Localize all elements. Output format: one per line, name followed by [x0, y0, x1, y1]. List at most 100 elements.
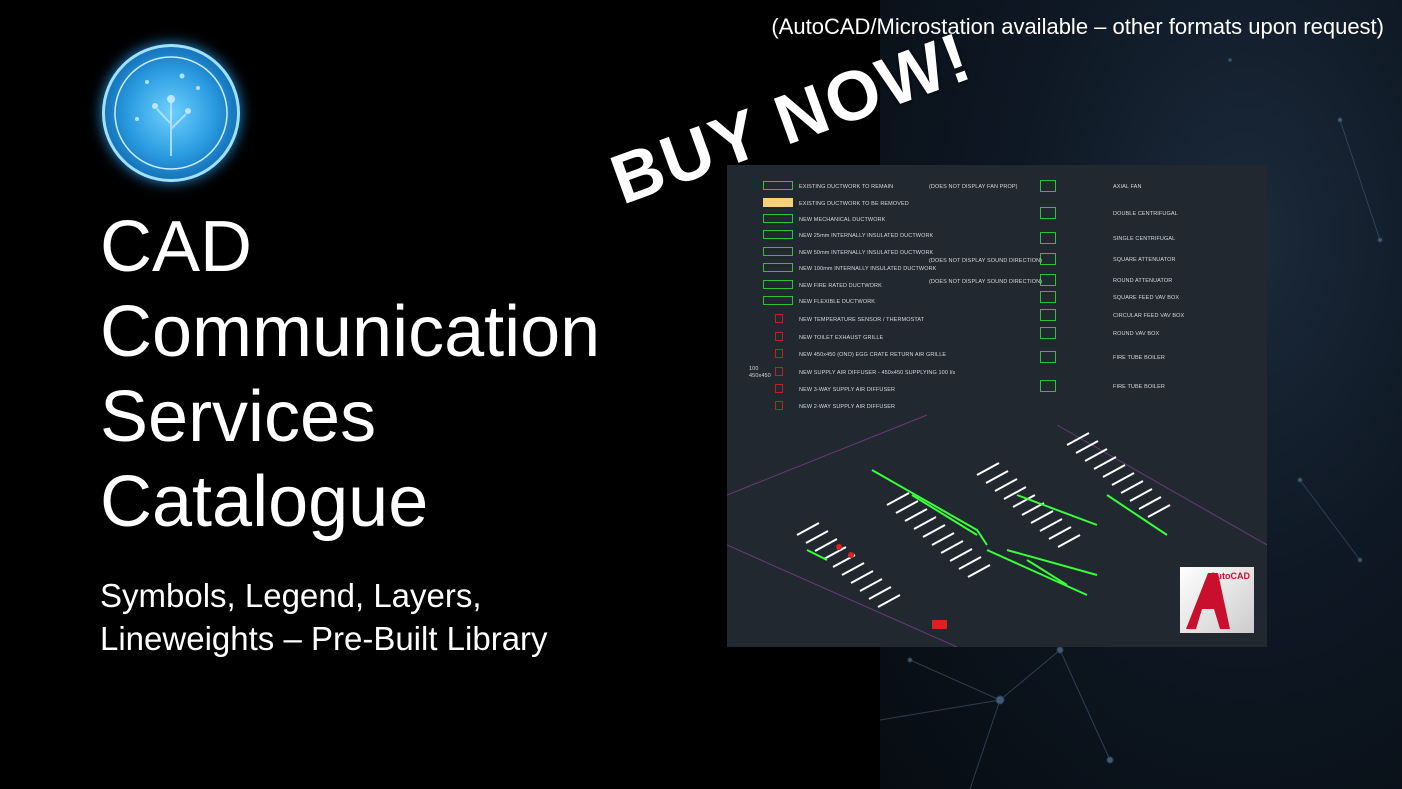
legend-note: (DOES NOT DISPLAY FAN PROP)	[929, 184, 1018, 190]
duct-hatch-line	[1111, 472, 1135, 486]
duct-hatch-line	[850, 570, 874, 584]
duct-hatch-line	[895, 500, 919, 514]
legend-symbol	[763, 181, 793, 190]
equipment-label: DOUBLE CENTRIFUGAL	[1113, 211, 1178, 217]
equipment-label: FIRE TUBE BOILER	[1113, 355, 1165, 361]
title-line: Communication	[100, 292, 601, 372]
legend-label: NEW TOILET EXHAUST GRILLE	[799, 335, 884, 341]
duct-hatch-line	[922, 524, 946, 538]
legend-symbol	[775, 332, 783, 341]
duct-hatch-line	[1129, 488, 1153, 502]
equipment-symbol	[1040, 309, 1056, 321]
duct-hatch-line	[1057, 534, 1081, 548]
diffuser-dimension: 450x450	[749, 373, 771, 379]
autocad-badge-label: AutoCAD	[1210, 571, 1250, 581]
legend-label: NEW TEMPERATURE SENSOR / THERMOSTAT	[799, 317, 925, 323]
duct-hatch-line	[931, 532, 955, 546]
legend-symbol	[775, 314, 783, 323]
legend-label: NEW SUPPLY AIR DIFFUSER - 450x450 SUPPLY…	[799, 370, 956, 376]
subtitle: Symbols, Legend, Layers, Lineweights – P…	[100, 574, 548, 660]
duct-hatch-line	[1003, 486, 1027, 500]
legend-label: NEW 3-WAY SUPPLY AIR DIFFUSER	[799, 387, 896, 393]
duct-hatch-line	[1012, 494, 1036, 508]
equipment-label: SINGLE CENTRIFUGAL	[1113, 236, 1176, 242]
equipment-label: SQUARE FEED VAV BOX	[1113, 295, 1180, 301]
duct-hatch-line	[994, 478, 1018, 492]
equipment-label: ROUND ATTENUATOR	[1113, 278, 1173, 284]
equipment-symbol	[1040, 274, 1056, 286]
legend-symbol	[763, 280, 793, 289]
duct-hatch-line	[949, 548, 973, 562]
legend-note: (DOES NOT DISPLAY SOUND DIRECTION)	[929, 279, 1043, 285]
autocad-a-icon	[1186, 573, 1230, 629]
legend-label: EXISTING DUCTWORK TO REMAIN	[799, 184, 894, 190]
equipment-label: ROUND VAV BOX	[1113, 331, 1160, 337]
legend-symbol	[763, 214, 793, 223]
equipment-label: SQUARE ATTENUATOR	[1113, 257, 1176, 263]
duct-hatch-line	[859, 578, 883, 592]
duct-hatch-line	[1021, 502, 1045, 516]
legend-label: NEW 2-WAY SUPPLY AIR DIFFUSER	[799, 404, 896, 410]
title-line: Catalogue	[100, 462, 429, 542]
duct-hatch-line	[1120, 480, 1144, 494]
duct-hatch-line	[823, 546, 847, 560]
legend-symbol	[763, 230, 793, 239]
duct-hatch-line	[877, 594, 901, 608]
duct-hatch-line	[1075, 440, 1099, 454]
equipment-label: CIRCULAR FEED VAV BOX	[1113, 313, 1185, 319]
duct-hatch-line	[841, 562, 865, 576]
duct-hatch-line	[1030, 510, 1054, 524]
legend-symbol	[763, 198, 793, 207]
legend-note: (DOES NOT DISPLAY SOUND DIRECTION)	[929, 258, 1043, 264]
legend-label: EXISTING DUCTWORK TO BE REMOVED	[799, 201, 909, 207]
legend-label: NEW 25mm INTERNALLY INSULATED DUCTWORK	[799, 233, 934, 239]
equipment-symbol	[1040, 291, 1056, 303]
equipment-symbol	[1040, 253, 1056, 265]
legend-symbol	[775, 367, 783, 376]
equipment-symbol	[1040, 232, 1056, 244]
legend-symbol	[775, 384, 783, 393]
duct-hatch-line	[904, 508, 928, 522]
equipment-symbol	[1040, 207, 1056, 219]
duct-hatch-line	[958, 556, 982, 570]
subtitle-line: Symbols, Legend, Layers,	[100, 577, 482, 614]
legend-symbol	[775, 401, 783, 410]
legend-symbol	[763, 247, 793, 256]
legend-symbol	[763, 263, 793, 272]
equipment-symbol	[1040, 180, 1056, 192]
duct-hatch-line	[976, 462, 1000, 476]
equipment-label: FIRE TUBE BOILER	[1113, 384, 1165, 390]
tree-network-icon	[114, 56, 228, 170]
cad-preview-image: EXISTING DUCTWORK TO REMAIN EXISTING DUCT…	[727, 165, 1267, 647]
legend-symbol	[775, 349, 783, 358]
duct-hatch-line	[913, 516, 937, 530]
duct-hatch-line	[967, 564, 991, 578]
equipment-symbol	[1040, 351, 1056, 363]
duct-hatch-line	[1147, 504, 1171, 518]
duct-hatch-line	[1048, 526, 1072, 540]
page-title: CAD Communication Services Catalogue	[100, 205, 600, 545]
duct-hatch-line	[985, 470, 1009, 484]
equipment-symbol	[1040, 380, 1056, 392]
company-logo	[102, 44, 240, 182]
legend-label: NEW 100mm INTERNALLY INSULATED DUCTWORK	[799, 266, 937, 272]
duct-hatch-line	[1102, 464, 1126, 478]
legend-label: NEW 450x450 (ONO) EGG CRATE RETURN AIR G…	[799, 352, 947, 358]
diffuser-dimension: 100	[749, 366, 759, 372]
duct-hatch-line	[1138, 496, 1162, 510]
title-line: CAD	[100, 207, 253, 287]
legend-label: NEW MECHANICAL DUCTWORK	[799, 217, 886, 223]
equipment-symbol	[1040, 327, 1056, 339]
duct-hatch-line	[868, 586, 892, 600]
isometric-drawing	[727, 414, 1267, 647]
legend-label: NEW FIRE RATED DUCTWORK	[799, 283, 882, 289]
title-line: Services	[100, 377, 377, 457]
duct-hatch-line	[1084, 448, 1108, 462]
duct-hatch-line	[805, 530, 829, 544]
equipment-label: AXIAL FAN	[1113, 184, 1142, 190]
duct-hatch-line	[1066, 432, 1090, 446]
duct-hatch-line	[1039, 518, 1063, 532]
autocad-logo: AutoCAD	[1180, 567, 1254, 633]
duct-hatch-line	[814, 538, 838, 552]
format-availability-note: (AutoCAD/Microstation available – other …	[771, 14, 1384, 39]
